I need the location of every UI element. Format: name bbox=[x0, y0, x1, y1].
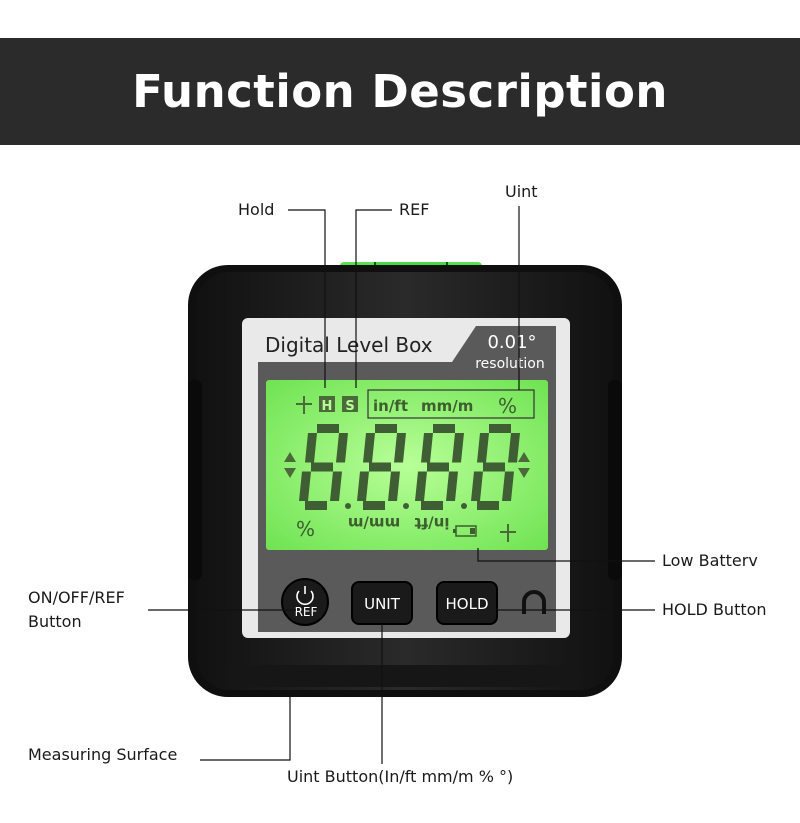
unit-button[interactable]: UNIT bbox=[351, 581, 413, 625]
level-cross-bottom-icon bbox=[500, 524, 516, 542]
lcd-up-arrow-icon bbox=[284, 452, 296, 462]
callout-hold: Hold bbox=[238, 200, 275, 219]
lcd-down-arrow-right-icon bbox=[518, 468, 530, 478]
page-title: Function Description bbox=[132, 65, 668, 118]
device-name: Digital Level Box bbox=[265, 333, 433, 357]
segment-digit-4 bbox=[471, 424, 520, 510]
lcd-bottom-percent: % bbox=[296, 517, 315, 541]
segment-digit-3 bbox=[415, 424, 464, 510]
decimal-point-3 bbox=[461, 503, 467, 509]
lcd-unit-mmm: mm/m bbox=[421, 397, 473, 415]
lcd-unit-inft: in/ft bbox=[373, 397, 408, 415]
magnet-icon bbox=[522, 590, 546, 614]
unit-button-label: UNIT bbox=[364, 595, 401, 613]
ref-badge-bg bbox=[342, 396, 358, 412]
lcd-up-arrow-right-icon bbox=[518, 452, 530, 462]
lcd-screen: H S in/ft mm/m % % mm/m in/ft bbox=[266, 380, 548, 550]
lcd-down-arrow-icon bbox=[284, 468, 296, 478]
level-cross-icon bbox=[296, 396, 312, 414]
segment-digit-2 bbox=[357, 424, 406, 510]
callout-low-battery: Low Batterv bbox=[662, 551, 758, 570]
callout-measuring-surface: Measuring Surface bbox=[28, 745, 178, 764]
decimal-point-1 bbox=[345, 503, 351, 509]
power-ref-button[interactable]: REF bbox=[281, 578, 329, 626]
ref-badge: S bbox=[345, 399, 354, 414]
hold-badge: H bbox=[322, 399, 333, 414]
lcd-unit-percent: % bbox=[498, 394, 517, 418]
decimal-point-2 bbox=[403, 503, 409, 509]
resolution-value: 0.01° bbox=[487, 332, 536, 353]
callout-unit-button: Uint Button(In/ft mm/m % °) bbox=[287, 767, 514, 786]
hold-badge-bg bbox=[319, 396, 335, 412]
battery-icon bbox=[453, 525, 477, 537]
lcd-bottom-mmm: mm/m bbox=[348, 514, 400, 532]
callout-hold-button: HOLD Button bbox=[662, 600, 767, 619]
resolution-label: resolution bbox=[475, 356, 545, 372]
callout-unit: Uint bbox=[505, 182, 538, 201]
segment-digits bbox=[299, 424, 520, 510]
callout-lines bbox=[148, 206, 655, 764]
lcd-bottom-inft: in/ft bbox=[415, 514, 450, 532]
callout-on-off-ref-line1: ON/OFF/REF bbox=[28, 588, 125, 607]
title-banner: Function Description bbox=[0, 38, 800, 145]
callout-ref: REF bbox=[399, 200, 430, 219]
power-ref-label: REF bbox=[295, 605, 318, 619]
unit-highlight-box bbox=[367, 389, 535, 419]
hold-button-label: HOLD bbox=[446, 595, 489, 613]
hold-button[interactable]: HOLD bbox=[436, 581, 498, 625]
callout-on-off-ref-line2: Button bbox=[28, 612, 82, 631]
segment-digit-1 bbox=[299, 424, 348, 510]
power-icon bbox=[296, 586, 314, 606]
